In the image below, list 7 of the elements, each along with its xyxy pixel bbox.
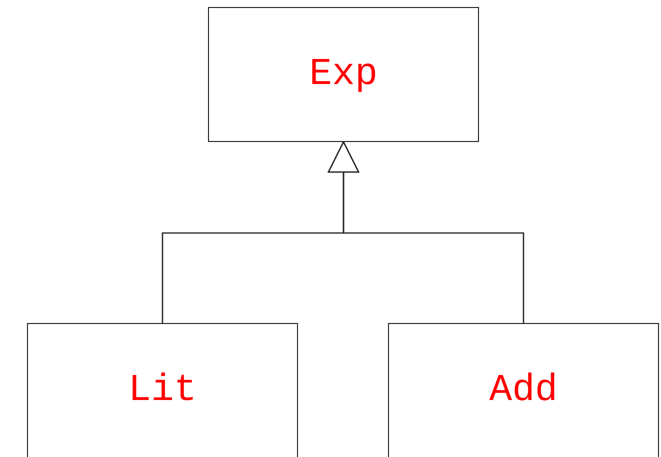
class-name: Lit	[128, 369, 197, 412]
class-name: Exp	[309, 53, 378, 96]
inheritance-arrow	[328, 141, 524, 323]
class-box	[208, 7, 479, 142]
class-box	[388, 323, 659, 457]
class-box	[27, 323, 298, 457]
class-name: Add	[489, 369, 558, 412]
